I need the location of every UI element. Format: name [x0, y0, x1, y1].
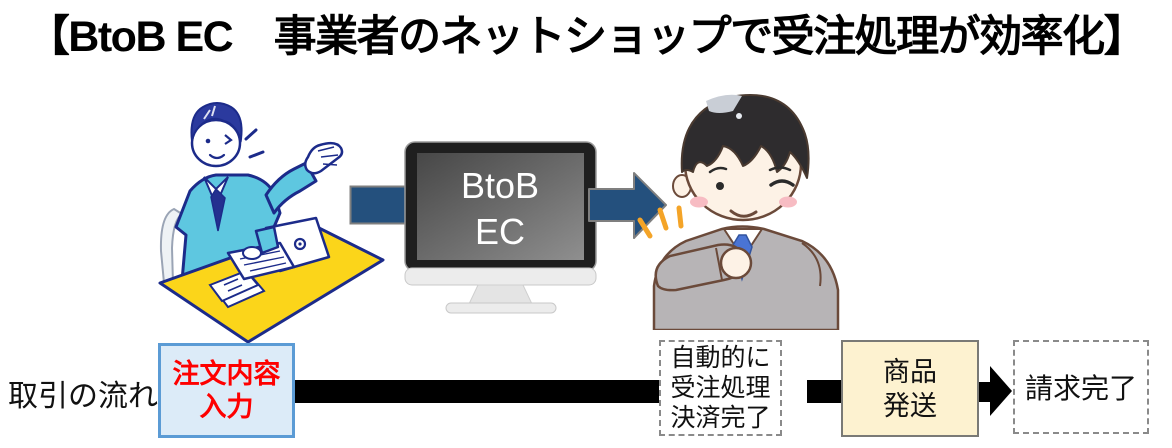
flow-step-order-entry: 注文内容 入力	[158, 343, 295, 438]
open-eye-icon	[716, 182, 724, 190]
monitor-stand-base	[445, 302, 557, 314]
output-arrow-icon	[588, 172, 667, 239]
smile-icon	[208, 153, 226, 160]
monitor-chin	[404, 267, 597, 286]
monitor-screen	[417, 153, 584, 260]
btob-ec-monitor-icon: BtoB EC	[404, 141, 597, 314]
hair-icon	[190, 102, 243, 143]
motion-marks-icon	[244, 128, 265, 159]
flow-step-line: 受注処理	[670, 374, 771, 402]
typing-hand-icon	[242, 246, 262, 260]
right-arm-line	[801, 242, 822, 287]
flow-step-line: 発送	[883, 390, 937, 421]
necktie-icon	[210, 187, 226, 232]
smile-icon	[729, 209, 758, 218]
hand-fingers-lines	[317, 146, 339, 166]
cuff-line	[715, 247, 723, 281]
fist-icon	[719, 246, 753, 280]
raised-arm-icon	[264, 161, 318, 215]
emphasis-marks-icon	[637, 205, 684, 239]
flow-step-billing-complete: 請求完了	[1013, 340, 1149, 434]
hair-streak-icon	[706, 94, 742, 113]
typing-arm-icon	[254, 225, 280, 255]
flow-arrow-bar	[807, 380, 841, 403]
flow-step-line: 請求完了	[1024, 373, 1137, 404]
monitor-screen-text-line1: BtoB	[461, 165, 539, 206]
monitor-screen-text-line2: EC	[475, 211, 525, 252]
businessman-at-desk-illustration	[158, 102, 385, 343]
input-arrow-icon	[349, 185, 408, 225]
flow-step-line: 自動的に	[670, 344, 771, 372]
left-eye-icon	[205, 138, 211, 144]
right-eye-icon	[224, 134, 233, 145]
flow-step-line: 決済完了	[670, 404, 771, 432]
winking-businessman-illustration	[637, 93, 840, 330]
paper-lines	[223, 278, 243, 292]
flow-arrow-bar	[295, 380, 659, 403]
flow-step-auto-processing: 自動的に 受注処理 決済完了	[659, 340, 782, 436]
flow-arrowhead-icon	[979, 366, 1012, 416]
hair-highlight-lines	[203, 105, 216, 120]
waving-hand-icon	[304, 141, 344, 175]
blush-icon	[779, 196, 797, 208]
monitor-stand-neck	[468, 284, 533, 305]
flow-label: 取引の流れ	[8, 380, 158, 413]
page-title: 【BtoB EC 事業者のネットショップで受注処理が効率化】	[26, 13, 1147, 61]
wink-eye-icon	[769, 179, 795, 187]
flow-step-line: 入力	[199, 391, 254, 422]
hair-shine-dot	[736, 113, 742, 119]
blush-icon	[690, 196, 708, 208]
flow-step-shipping: 商品 発送	[841, 340, 979, 437]
eyebrows-icon	[708, 166, 792, 174]
face-icon	[190, 118, 242, 168]
flow-step-line: 商品	[883, 356, 937, 387]
laptop-logo-dot	[298, 242, 302, 246]
flow-step-line: 注文内容	[172, 358, 281, 389]
